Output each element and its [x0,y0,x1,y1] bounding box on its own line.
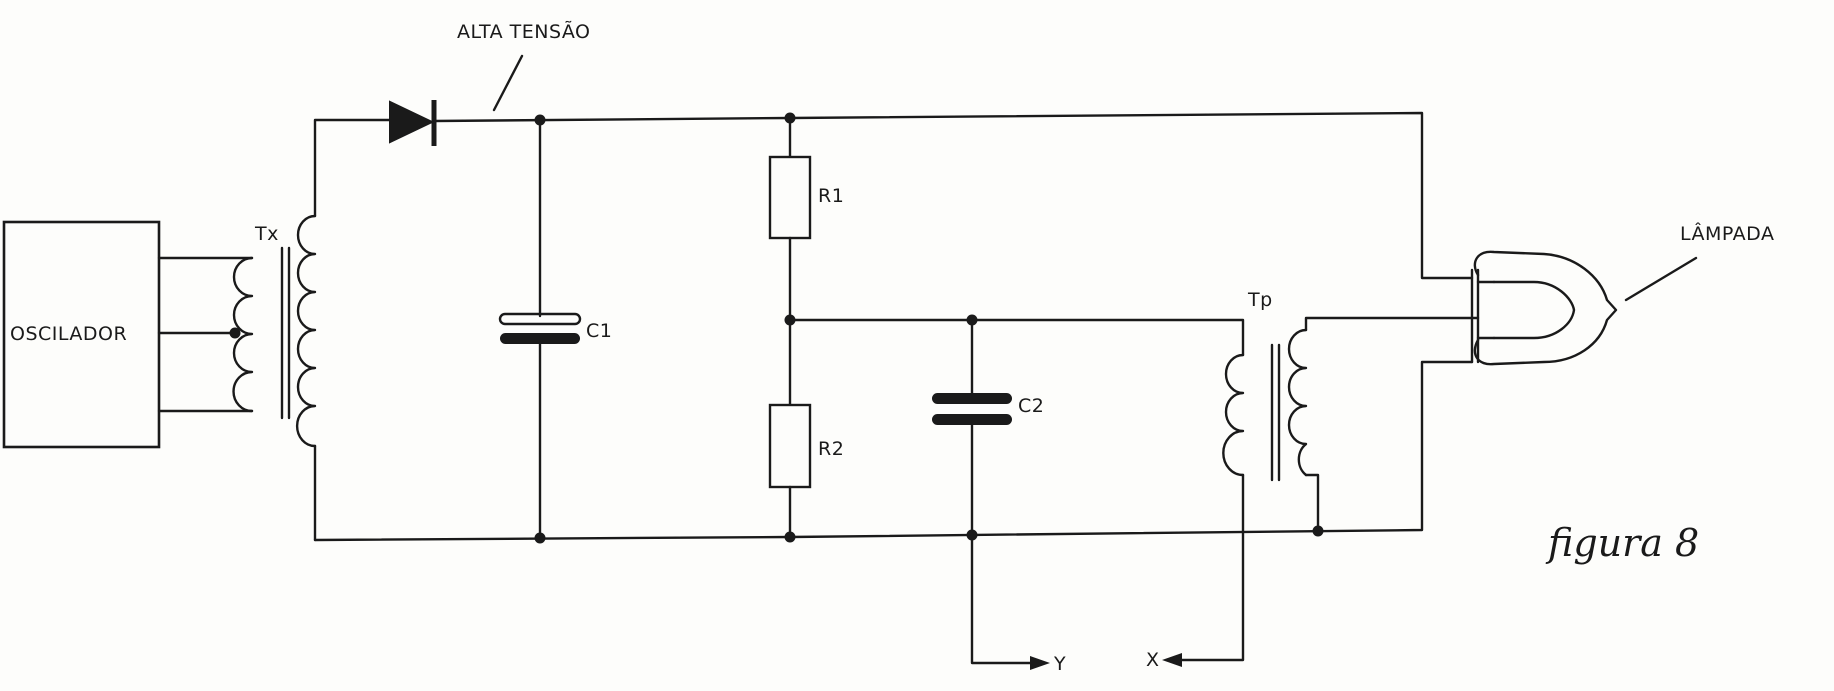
lamp-outer-envelope [1473,250,1618,366]
alta-tensao-label: ALTA TENSÃO [457,20,591,43]
tp-secondary-top-lead [1304,316,1480,332]
tp-label: Tp [1247,289,1273,311]
divider-wire [788,318,1245,357]
figure-caption: figura 8 [1545,521,1699,565]
r2-label: R2 [818,438,844,460]
tp-secondary-coil [1287,328,1308,477]
c2-plate-top [932,393,1012,404]
tx-center-tap-node [229,327,241,339]
lampada [1470,250,1618,366]
lamp-inner-tube [1492,280,1576,340]
c1-label: C1 [586,320,612,342]
tp-primary-coil [1222,353,1245,477]
tp-transformer [1222,328,1308,482]
c1-plate-top [498,312,582,326]
r1-body [768,155,812,240]
tp-primary-bottom-lead [1174,473,1245,662]
c2-plate-bottom [932,414,1012,425]
oscilador-label: OSCILADOR [10,323,127,345]
y-output-wire [970,533,1038,665]
tx-label: Tx [254,223,279,245]
y-arrowhead [1030,656,1050,670]
lampada-label: LÂMPADA [1680,222,1774,245]
bottom-rail [313,360,1474,542]
x-label: X [1146,649,1160,671]
tx-secondary-top-lead [313,118,392,218]
top-rail [432,111,1474,280]
alta-tensao-leader [492,54,524,112]
tx-secondary-coil [295,214,317,448]
r2-body [768,403,812,489]
lampada-leader [1624,256,1698,302]
tx-transformer [232,214,317,448]
tx-primary-coil [232,256,254,413]
diode-symbol [389,100,435,144]
y-label: Y [1053,653,1066,675]
c2-label: C2 [1018,395,1044,417]
r1-label: R1 [818,185,844,207]
tp-secondary-bottom-lead [1304,473,1320,533]
x-arrowhead [1162,653,1182,667]
c1-plate-bottom [500,333,580,344]
oscilador-block [2,220,161,449]
